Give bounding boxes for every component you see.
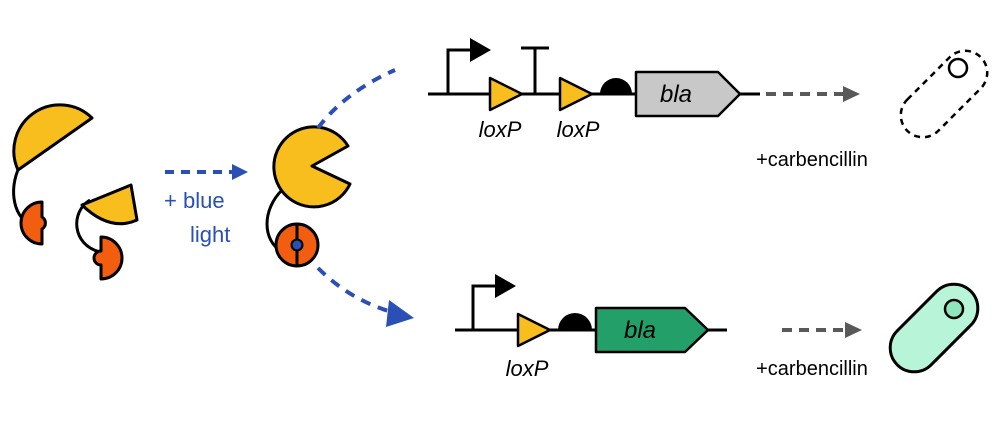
loxp-site-icon: [488, 76, 524, 112]
top-treatment-label: +carbencillin: [756, 149, 868, 171]
gray-arrowhead: [843, 86, 860, 102]
dead-cell-icon: [899, 49, 989, 139]
step-label-line1: + blue: [164, 188, 225, 213]
loxp-label: loxP: [479, 117, 522, 142]
vvd-half-left: [19, 200, 47, 246]
bottom-gene-label: bla: [624, 317, 656, 344]
step-label-line2: light: [190, 222, 230, 247]
split-cre-fragments: [12, 103, 139, 281]
bla-gene-inactive: [634, 70, 742, 118]
fad-chromophore: [290, 238, 304, 252]
reconstituted-cre: [265, 125, 352, 268]
cre-n-fragment: [12, 103, 94, 172]
living-cell-icon: [888, 282, 980, 374]
blue-arrowhead: [386, 300, 414, 327]
loxp-site-icon: [558, 76, 594, 112]
bla-gene-active: [594, 306, 710, 354]
blue-curved-arrow-up: [316, 68, 396, 130]
cre-c-fragment: [80, 183, 139, 226]
top-construct: bla loxP loxP +carbencillin: [428, 38, 989, 171]
rbs-icon: [558, 313, 592, 330]
plasmid-icon: [943, 298, 965, 320]
promoter-icon: [471, 284, 495, 330]
plasmid-icon: [947, 57, 969, 79]
top-gene-label: bla: [660, 81, 692, 108]
blue-arrowhead: [232, 164, 248, 180]
bottom-treatment-label: +carbencillin: [756, 358, 868, 380]
cre-pacman: [272, 125, 352, 209]
loxp-label: loxP: [557, 117, 600, 142]
rbs-icon: [600, 78, 632, 94]
blue-light-step: + blue light: [164, 164, 248, 247]
promoter-arrowhead-icon: [470, 38, 491, 62]
promoter-icon: [446, 48, 470, 94]
vvd-half-right: [92, 235, 124, 281]
bottom-construct: bla loxP +carbencillin: [455, 274, 980, 381]
promoter-arrowhead-icon: [495, 274, 516, 298]
loxp-site-icon: [516, 312, 552, 348]
blue-curved-arrow-down: [316, 266, 393, 314]
loxp-label: loxP: [506, 356, 549, 381]
gray-arrowhead: [845, 322, 862, 338]
